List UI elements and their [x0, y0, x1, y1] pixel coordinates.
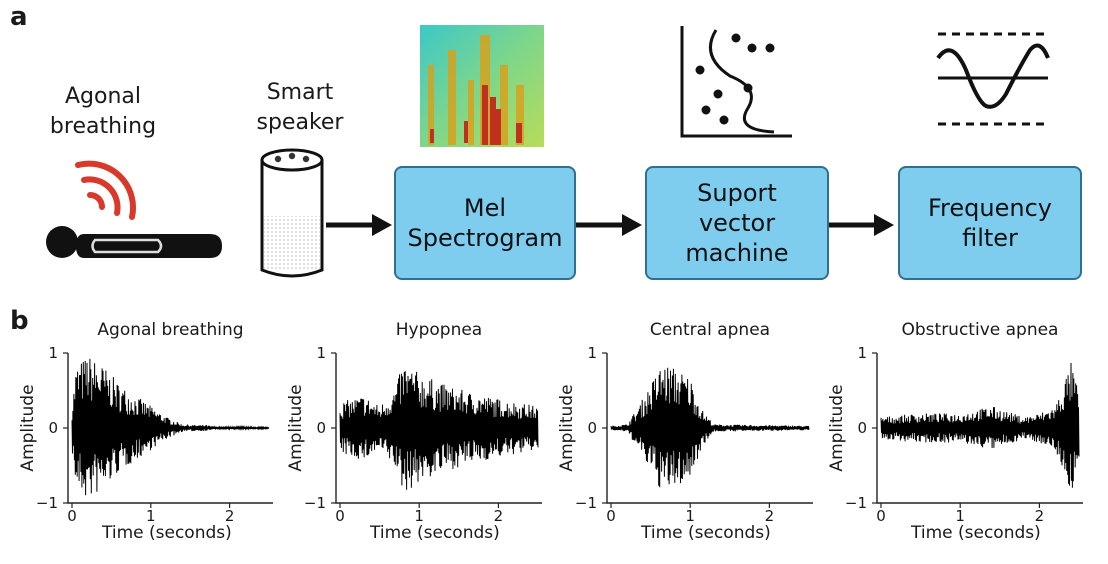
x-tick-label: 0	[67, 507, 77, 525]
y-tick-label: −1	[35, 494, 58, 512]
spectrogram-icon	[420, 25, 544, 147]
y-tick-label: −1	[574, 494, 597, 512]
x-tick-label: 1	[414, 507, 424, 525]
smart-speaker-label: Smart speaker	[225, 78, 375, 138]
sound-waves-icon	[75, 160, 137, 220]
waveform-plot	[872, 352, 1083, 508]
step-line: Spectrogram	[407, 224, 563, 252]
waveform-plot	[602, 352, 813, 508]
frequency-filter-box: Frequency filter	[898, 166, 1082, 280]
y-tick-label: 0	[857, 419, 867, 437]
step-line: filter	[962, 224, 1018, 252]
x-tick-label: 1	[955, 507, 965, 525]
y-tick-label: 0	[587, 419, 597, 437]
x-tick-label: 0	[606, 507, 616, 525]
x-tick-label: 1	[146, 507, 156, 525]
x-tick-label: 1	[685, 507, 695, 525]
y-tick-label: 0	[48, 419, 58, 437]
agonal-label-line1: Agonal	[64, 84, 141, 109]
svm-box: Suport vector machine	[645, 166, 829, 280]
plot-title: Agonal breathing	[97, 320, 244, 340]
speaker-label-line2: speaker	[256, 110, 344, 135]
frequency-filter-icon	[936, 32, 1050, 126]
waveform-plot	[63, 352, 273, 508]
arrow-icon	[326, 214, 392, 236]
person-lying-icon	[46, 226, 222, 258]
mel-spectrogram-box: Mel Spectrogram	[394, 166, 576, 280]
waveform-plot	[331, 352, 542, 508]
y-tick-label: 1	[587, 344, 597, 362]
x-axis-label: Time (seconds)	[102, 523, 232, 543]
waveform-series	[610, 367, 810, 488]
y-tick-label: −1	[844, 494, 867, 512]
step-line: machine	[685, 239, 789, 267]
arrow-icon	[576, 214, 642, 236]
waveform-series	[880, 362, 1080, 488]
arrow-icon	[828, 214, 894, 236]
x-axis-label: Time (seconds)	[641, 523, 771, 543]
x-tick-label: 0	[876, 507, 886, 525]
x-axis-label: Time (seconds)	[370, 523, 500, 543]
plot-title: Obstructive apnea	[901, 320, 1059, 340]
step-line: Frequency	[928, 194, 1052, 222]
agonal-breathing-label: Agonal breathing	[28, 82, 178, 142]
agonal-label-line2: breathing	[49, 114, 157, 139]
x-tick-label: 2	[764, 507, 775, 525]
x-tick-label: 2	[224, 507, 235, 525]
panel-a-label: a	[10, 2, 28, 32]
x-tick-label: 2	[493, 507, 504, 525]
plot-title: Central apnea	[649, 320, 771, 340]
smart-speaker-icon	[260, 148, 324, 278]
x-tick-label: 0	[335, 507, 345, 525]
waveform-series	[339, 371, 539, 490]
panel-b-label: b	[10, 306, 29, 336]
x-axis-label: Time (seconds)	[911, 523, 1041, 543]
y-tick-label: 0	[316, 419, 326, 437]
y-tick-label: 1	[857, 344, 867, 362]
svm-scatter-icon	[680, 26, 792, 138]
waveform-series	[71, 358, 270, 496]
y-tick-label: −1	[303, 494, 326, 512]
step-line: vector	[698, 209, 776, 237]
speaker-label-line1: Smart	[266, 80, 334, 105]
plot-title: Hypopnea	[395, 320, 483, 340]
y-tick-label: 1	[316, 344, 326, 362]
step-line: Mel	[463, 194, 507, 222]
x-tick-label: 2	[1034, 507, 1045, 525]
y-tick-label: 1	[48, 344, 58, 362]
step-line: Suport	[697, 179, 777, 207]
